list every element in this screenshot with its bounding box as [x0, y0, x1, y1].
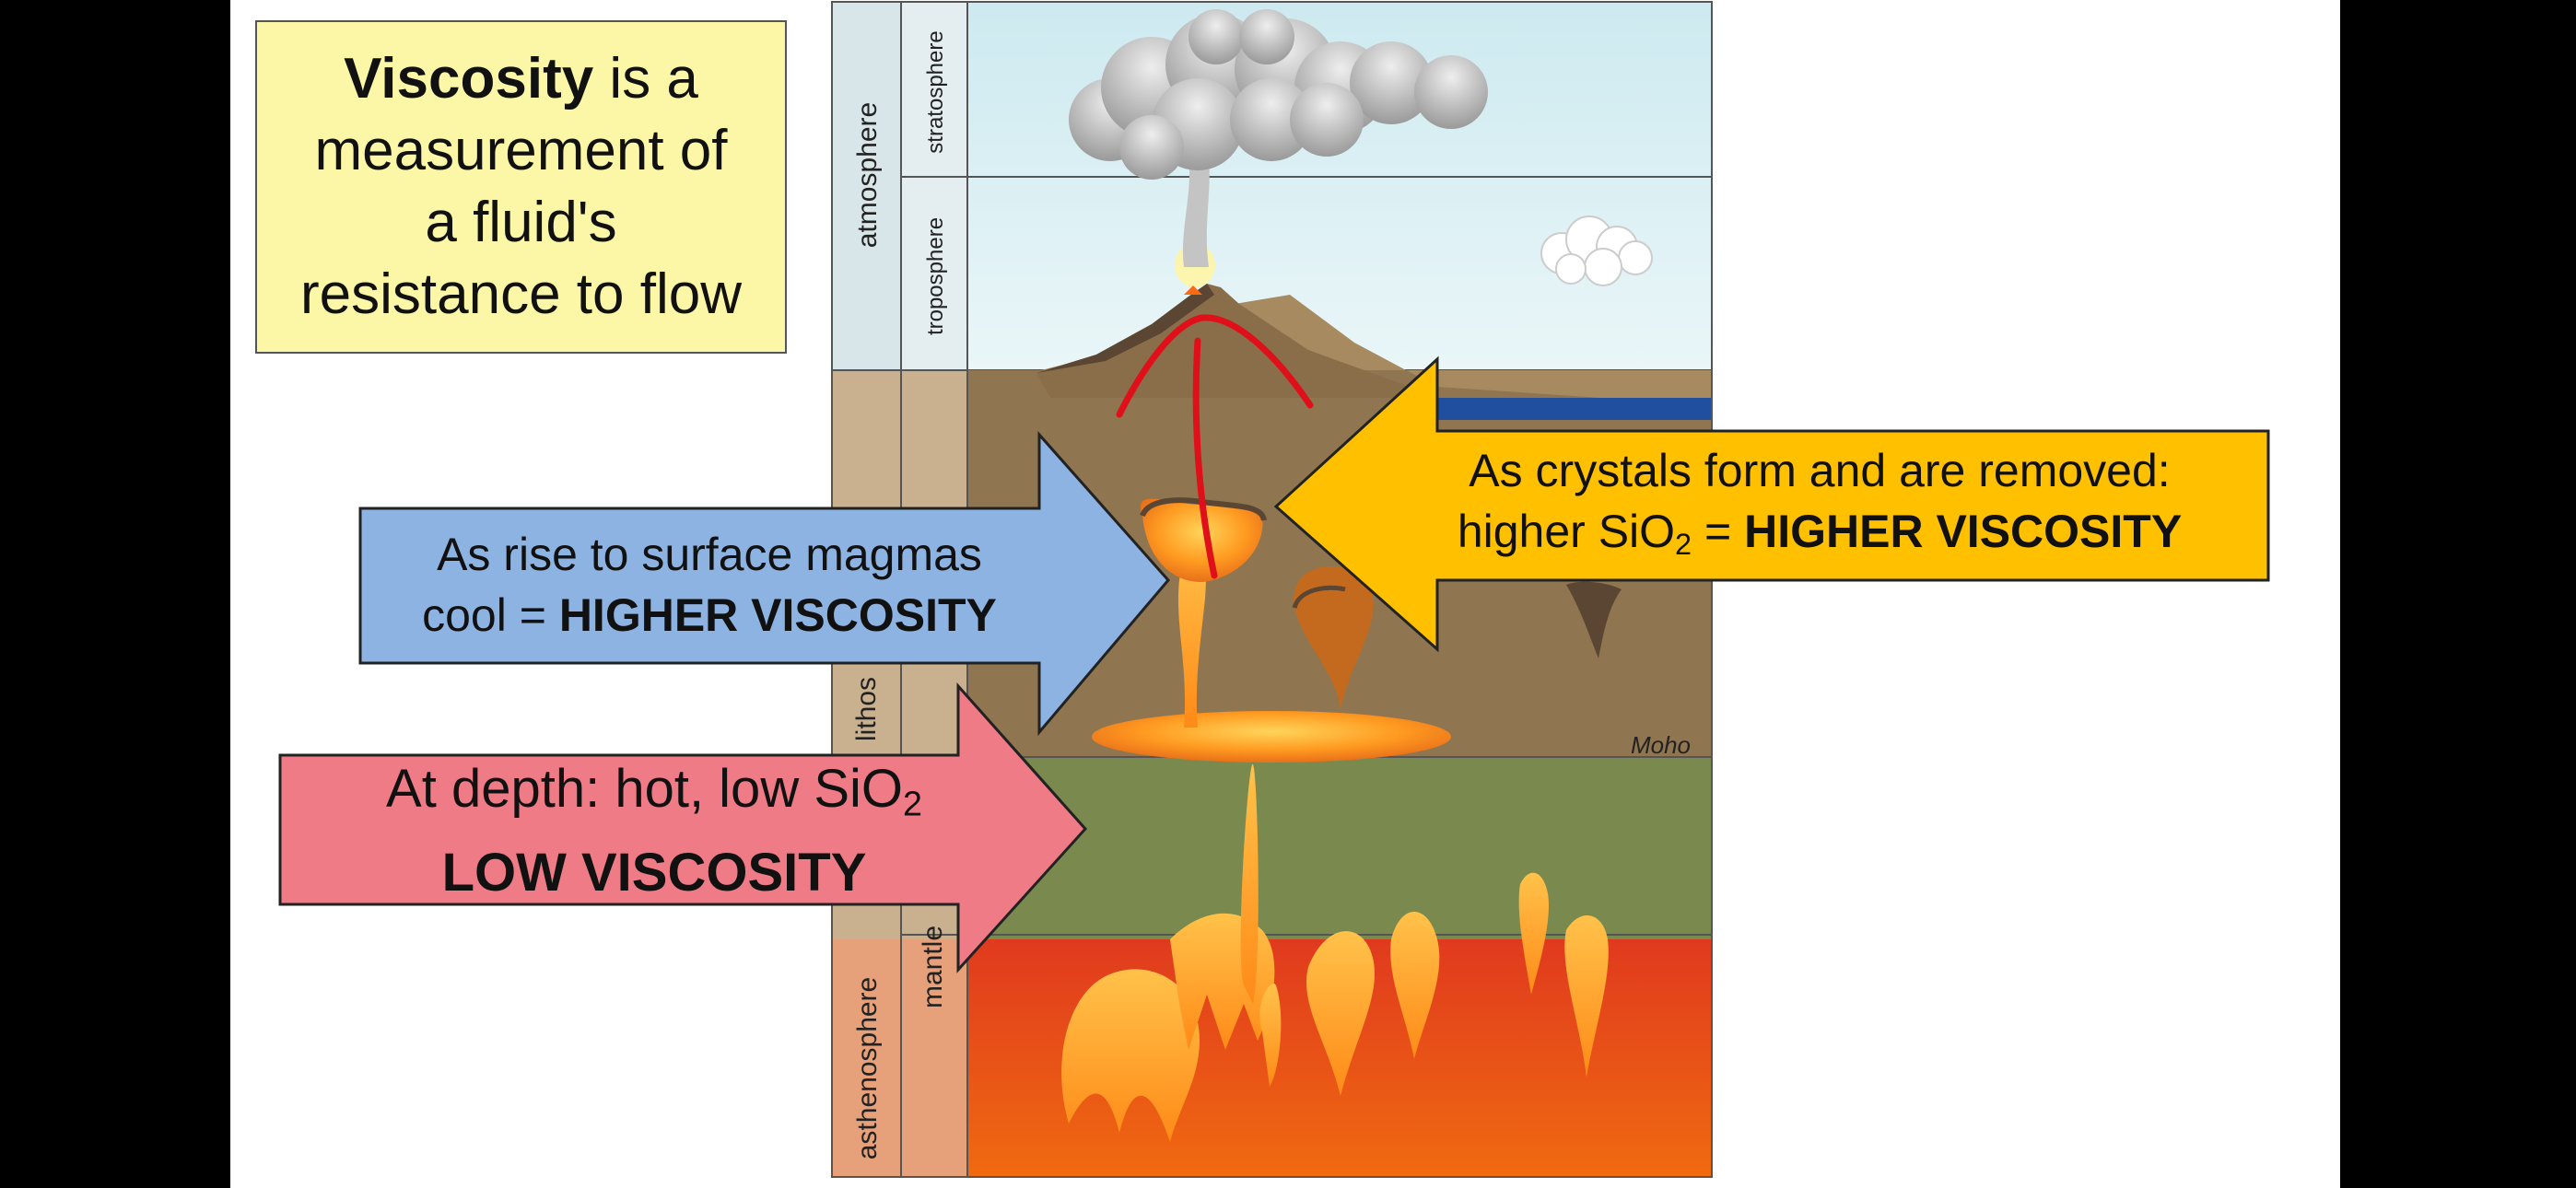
blue-arrow-line2-bold: HIGHER VISCOSITY: [558, 589, 997, 641]
blue-arrow-text: As rise to surface magmas cool = HIGHER …: [369, 516, 1050, 654]
small-cloud: [1540, 215, 1653, 286]
red-arrow-line1: At depth: hot, low SiO: [386, 758, 903, 819]
yellow-arrow-text: As crystals form and are removed: higher…: [1382, 440, 2257, 575]
definition-line1: is a: [593, 47, 698, 111]
definition-line4: resistance to flow: [300, 262, 742, 326]
red-arrow-line1-sub: 2: [903, 784, 922, 823]
yellow-arrow-line2-sub: 2: [1675, 528, 1692, 562]
definition-line3: a fluid's: [425, 191, 617, 254]
volcano-cone: [1036, 284, 1433, 398]
lithospheric-mantle: [967, 757, 1712, 939]
red-conduit-annotation: [1192, 337, 1218, 579]
ocean: [1433, 398, 1712, 420]
magma-sill: [1092, 711, 1451, 763]
magma-chamber: [1141, 498, 1263, 583]
label-stratosphere: stratosphere: [923, 30, 948, 153]
yellow-arrow-line2-b: =: [1692, 505, 1745, 557]
label-moho: Moho: [1631, 731, 1691, 759]
blue-arrow-shape: [358, 431, 1170, 737]
label-lithosphere: lithos: [851, 677, 882, 741]
yellow-arrow-line1: As crystals form and are removed:: [1469, 444, 2171, 496]
red-arrow-shape: [278, 682, 1088, 973]
magma-plumes: [1061, 763, 1609, 1142]
red-arch-annotation: [1116, 314, 1314, 418]
definition-text: Viscosity is a measurement of a fluid's …: [300, 43, 742, 331]
blue-arrow-line2-plain: cool =: [422, 589, 559, 641]
label-troposphere: troposphere: [923, 217, 948, 335]
label-atmosphere: atmosphere: [852, 102, 883, 248]
definition-box: Viscosity is a measurement of a fluid's …: [255, 20, 787, 354]
red-arrow-line2-bold: LOW VISCOSITY: [441, 843, 867, 903]
yellow-arrow-shape: [1273, 355, 2270, 653]
label-mantle: mantle: [918, 926, 948, 1008]
yellow-arrow-line2-bold: HIGHER VISCOSITY: [1744, 505, 2183, 557]
ash-cloud: [1069, 9, 1488, 180]
definition-line2: measurement of: [314, 119, 728, 182]
yellow-arrow-line2-a: higher SiO: [1457, 505, 1676, 557]
definition-term: Viscosity: [344, 47, 594, 111]
blue-arrow-line1: As rise to surface magmas: [437, 529, 982, 580]
label-asthenosphere: asthenosphere: [852, 977, 883, 1160]
red-arrow-text: At depth: hot, low SiO2 LOW VISCOSITY: [295, 758, 1013, 903]
